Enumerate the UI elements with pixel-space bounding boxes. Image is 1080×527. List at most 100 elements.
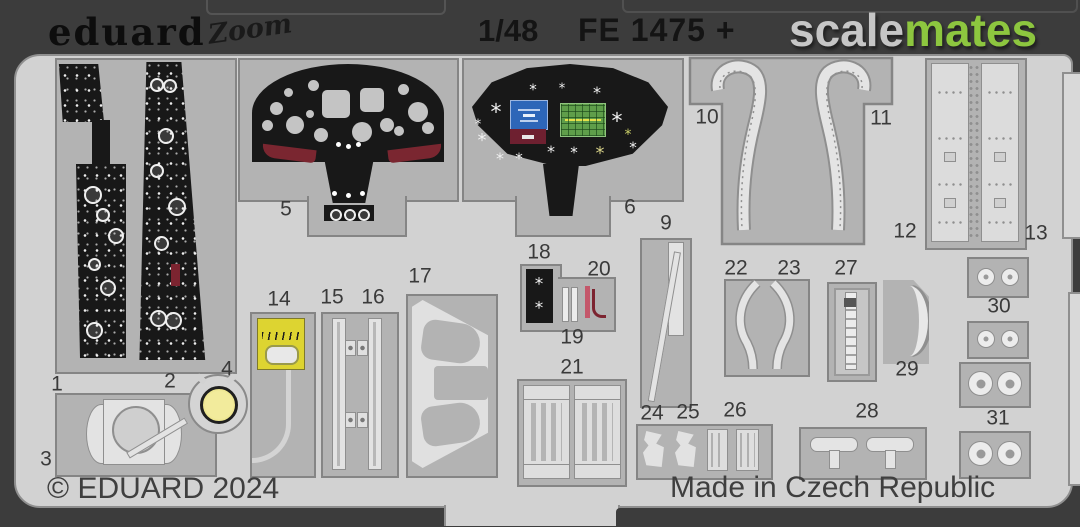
- decorative-shape: [286, 116, 304, 134]
- panel-13: [981, 63, 1019, 242]
- decorative-shape: [944, 198, 956, 208]
- decorative-shape: [582, 403, 613, 461]
- watermark-scale: scale: [789, 4, 905, 56]
- panel-5-center-tab: [324, 161, 374, 203]
- decorative-shape: [986, 90, 1012, 95]
- decorative-shape: [322, 90, 350, 118]
- instrument-panel-5: [252, 64, 444, 162]
- decorative-shape: [356, 142, 361, 147]
- part-20-red-strip: [585, 286, 590, 318]
- decorative-shape: [1007, 336, 1013, 342]
- bottom-band-left: [0, 508, 444, 527]
- recess-10-11-with-parts: [688, 56, 894, 246]
- panel-6-center-tab: [543, 164, 579, 216]
- decorative-shape: [976, 449, 985, 458]
- decorative-shape: [270, 102, 283, 115]
- decorative-shape: [976, 379, 985, 388]
- part-16-strip: [368, 318, 382, 470]
- part-19-strip: [571, 287, 578, 322]
- decorative-shape: [524, 386, 569, 400]
- printed-gauge: *: [529, 80, 537, 99]
- placard-stitches: [262, 332, 300, 340]
- decorative-shape: [712, 61, 765, 231]
- strip-tab: [357, 340, 368, 356]
- made-in-text: Made in Czech Republic: [670, 471, 996, 504]
- decorative-shape: [284, 88, 293, 97]
- decorative-shape: [986, 220, 1012, 225]
- part-19-strip: [562, 287, 569, 322]
- decorative-shape: [398, 84, 409, 95]
- recess-28: [799, 427, 927, 480]
- decorative-shape: [434, 366, 488, 400]
- decorative-shape: [531, 403, 562, 461]
- gauge-dial: [154, 236, 169, 251]
- brand-logo: eduard: [48, 10, 206, 54]
- recess-29: [883, 280, 929, 364]
- block-30-upper: [967, 257, 1029, 298]
- decorative-shape: [944, 152, 956, 162]
- decorative-shape: [332, 191, 337, 196]
- printed-gauge: *: [570, 143, 578, 162]
- panel-12: [931, 63, 969, 242]
- decorative-shape: [346, 144, 351, 149]
- gauge-dial: [165, 312, 182, 329]
- part-27-rod: [845, 292, 857, 370]
- part-1-neck: [92, 120, 110, 166]
- printed-gauge: *: [477, 130, 487, 152]
- decorative-shape: [1005, 379, 1014, 388]
- block-30-lower: [967, 321, 1029, 359]
- gauge-dial: [88, 258, 101, 271]
- rivet-column-12-13: [968, 64, 980, 240]
- decorative-shape: [346, 193, 351, 198]
- decorative-shape: [994, 152, 1006, 162]
- decorative-shape: [711, 433, 724, 467]
- decorative-shape: [575, 386, 620, 400]
- decorative-shape: [373, 322, 376, 466]
- decorative-shape: [1005, 449, 1014, 458]
- decorative-shape: [380, 118, 394, 132]
- part-21-grille-right: [574, 385, 621, 479]
- nav-grid-instrument: [560, 103, 606, 137]
- decorative-shape: [986, 136, 1012, 141]
- scalemates-watermark: scalemates: [789, 3, 1037, 57]
- printed-gauge-yellow: *: [595, 143, 605, 165]
- decorative-shape: [419, 400, 483, 448]
- decorative-shape: [330, 209, 342, 221]
- decorative-shape: [740, 433, 755, 467]
- printed-gauge: *: [611, 109, 623, 135]
- decorative-shape: [336, 142, 341, 147]
- decorative-shape: [308, 80, 319, 91]
- decorative-shape: [394, 126, 404, 136]
- part-26-bracket: [707, 429, 728, 471]
- gauge-dial: [150, 78, 164, 92]
- decorative-shape: [936, 90, 962, 95]
- decorative-shape: [1001, 330, 1019, 348]
- printed-gauge: *: [515, 149, 523, 168]
- part-4-yellow-lens: [200, 386, 238, 424]
- decorative-shape: [408, 102, 428, 122]
- decorative-shape: [936, 136, 962, 141]
- decorative-shape: [986, 182, 1012, 187]
- block-31-lower: [959, 431, 1031, 479]
- part-28-pedal-stem: [829, 450, 840, 469]
- decorative-shape: [422, 122, 434, 134]
- edge-part-lower: [1068, 292, 1080, 486]
- printed-gauge: *: [490, 100, 502, 126]
- part-28-pedal-stem: [885, 450, 896, 469]
- product-code: FE 1475 +: [578, 12, 736, 48]
- part-29-crescent: [891, 286, 928, 356]
- strip-tab: [345, 340, 356, 356]
- gauge-dial: [84, 186, 102, 204]
- gauge-dial: [168, 198, 186, 216]
- decorative-shape: [344, 209, 356, 221]
- decorative-shape: [360, 191, 365, 196]
- decorative-shape: [352, 122, 372, 142]
- printed-gauge: *: [496, 148, 504, 168]
- gunsight-notch: [211, 424, 221, 430]
- printed-gauge: *: [629, 138, 637, 157]
- part-10-rail: [710, 59, 767, 231]
- placard-slot: [265, 345, 299, 365]
- decorative-shape: [575, 464, 620, 478]
- decorative-shape: [977, 268, 995, 286]
- panel-5-lower-strip: [324, 205, 374, 221]
